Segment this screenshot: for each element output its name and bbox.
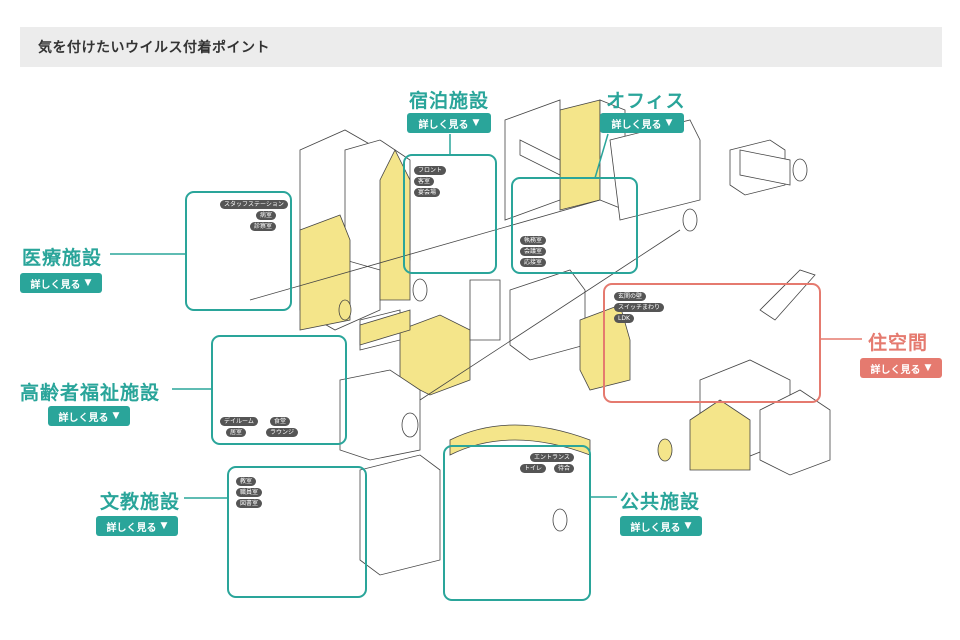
office-tag-workroom: 執務室: [520, 236, 547, 245]
office-label: オフィス: [606, 90, 686, 112]
medical-tag-exam: 診察室: [250, 222, 277, 231]
elderly-details-button[interactable]: 詳しく見る▼: [48, 406, 130, 426]
residence-tag-switches: スイッチまわり: [614, 303, 665, 312]
office-details-button-label: 詳しく見る: [611, 119, 662, 131]
public-details-button-label: 詳しく見る: [630, 522, 681, 534]
residence-label: 住空間: [868, 332, 929, 354]
hotel-tag-banquet: 宴会場: [414, 188, 441, 197]
public-label: 公共施設: [620, 491, 701, 513]
chevron-down-icon: ▼: [472, 118, 480, 128]
elderly-tag-room: 居室: [226, 428, 247, 437]
hotel-tag-front: フロント: [414, 166, 447, 175]
public-tag-waiting: 待合: [554, 464, 575, 473]
medical-details-button-label: 詳しく見る: [30, 279, 81, 291]
public-tag-toilet: トイレ: [520, 464, 547, 473]
chevron-down-icon: ▼: [924, 363, 932, 373]
elderly-tag-dining: 食堂: [270, 417, 291, 426]
public-details-button[interactable]: 詳しく見る▼: [620, 516, 702, 536]
medical-label: 医療施設: [22, 247, 103, 269]
residence-tag-entrance-wall: 玄関の壁: [614, 292, 647, 301]
medical-details-button[interactable]: 詳しく見る▼: [20, 273, 102, 293]
education-details-button[interactable]: 詳しく見る▼: [96, 516, 178, 536]
hotel-details-button-label: 詳しく見る: [418, 119, 469, 131]
chevron-down-icon: ▼: [684, 521, 692, 531]
chevron-down-icon: ▼: [112, 411, 120, 421]
education-details-button-label: 詳しく見る: [106, 522, 157, 534]
elderly-details-button-label: 詳しく見る: [58, 412, 109, 424]
page-title: 気を付けたいウイルス付着ポイント: [38, 40, 270, 56]
residence-details-button-label: 詳しく見る: [870, 364, 921, 376]
office-tag-meeting: 会議室: [520, 247, 547, 256]
medical-tag-staff-station: スタッフステーション: [220, 200, 288, 209]
office-tag-reception: 応接室: [520, 258, 547, 267]
public-tag-entrance: エントランス: [530, 453, 574, 462]
chevron-down-icon: ▼: [84, 278, 92, 288]
hotel-details-button[interactable]: 詳しく見る▼: [407, 113, 491, 133]
education-tag-staffroom: 職員室: [236, 488, 263, 497]
chevron-down-icon: ▼: [665, 118, 673, 128]
hotel-tag-guestroom: 客室: [414, 177, 435, 186]
education-tag-classroom: 教室: [236, 477, 257, 486]
residence-details-button[interactable]: 詳しく見る▼: [860, 358, 942, 378]
medical-tag-ward: 病室: [256, 211, 277, 220]
chevron-down-icon: ▼: [160, 521, 168, 531]
page-header: 気を付けたいウイルス付着ポイント: [20, 27, 942, 67]
education-tag-library: 図書室: [236, 499, 263, 508]
office-details-button[interactable]: 詳しく見る▼: [600, 113, 684, 133]
education-label: 文教施設: [100, 491, 181, 513]
residence-tag-ldk: LDK: [614, 314, 634, 323]
hotel-label: 宿泊施設: [409, 90, 490, 112]
elderly-tag-dayroom: デイルーム: [220, 417, 258, 426]
elderly-label: 高齢者福祉施設: [20, 382, 161, 404]
elderly-tag-lounge: ラウンジ: [266, 428, 299, 437]
